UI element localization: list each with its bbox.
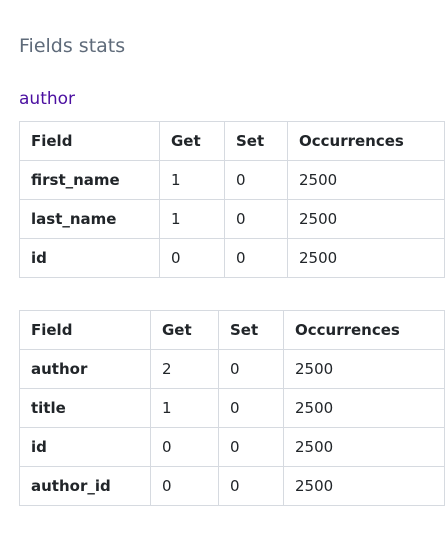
author-fields-table: Field Get Set Occurrences first_name 1 0… — [19, 121, 445, 278]
column-header-occurrences: Occurrences — [287, 121, 445, 161]
set-count-cell: 0 — [218, 349, 284, 389]
get-count-cell: 0 — [159, 238, 225, 278]
get-count-cell: 0 — [150, 427, 219, 467]
set-count-cell: 0 — [224, 238, 288, 278]
get-count-cell: 2 — [150, 349, 219, 389]
occurrences-cell: 2500 — [283, 427, 445, 467]
column-header-occurrences: Occurrences — [283, 310, 445, 350]
get-count-cell: 0 — [150, 466, 219, 506]
table-row: author 2 0 2500 — [19, 349, 445, 389]
field-name-cell: title — [19, 388, 151, 428]
column-header-get: Get — [150, 310, 219, 350]
table-row: title 1 0 2500 — [19, 388, 445, 428]
field-name-cell: first_name — [19, 160, 160, 200]
set-count-cell: 0 — [224, 199, 288, 239]
field-name-cell: author — [19, 349, 151, 389]
table-row: id 0 0 2500 — [19, 238, 445, 278]
occurrences-cell: 2500 — [287, 238, 445, 278]
table-row: first_name 1 0 2500 — [19, 160, 445, 200]
set-count-cell: 0 — [218, 427, 284, 467]
occurrences-cell: 2500 — [283, 349, 445, 389]
occurrences-cell: 2500 — [283, 388, 445, 428]
occurrences-cell: 2500 — [283, 466, 445, 506]
table-header-row: Field Get Set Occurrences — [19, 310, 445, 350]
get-count-cell: 1 — [150, 388, 219, 428]
column-header-get: Get — [159, 121, 225, 161]
table-row: last_name 1 0 2500 — [19, 199, 445, 239]
column-header-set: Set — [218, 310, 284, 350]
set-count-cell: 0 — [224, 160, 288, 200]
book-fields-table: Field Get Set Occurrences author 2 0 250… — [19, 310, 445, 506]
get-count-cell: 1 — [159, 199, 225, 239]
table-row: id 0 0 2500 — [19, 427, 445, 467]
author-section-link[interactable]: author — [19, 89, 76, 109]
field-name-cell: author_id — [19, 466, 151, 506]
field-name-cell: id — [19, 427, 151, 467]
occurrences-cell: 2500 — [287, 199, 445, 239]
table-header-row: Field Get Set Occurrences — [19, 121, 445, 161]
column-header-field: Field — [19, 310, 151, 350]
occurrences-cell: 2500 — [287, 160, 445, 200]
page-title: Fields stats — [19, 35, 126, 57]
column-header-set: Set — [224, 121, 288, 161]
column-header-field: Field — [19, 121, 160, 161]
set-count-cell: 0 — [218, 388, 284, 428]
get-count-cell: 1 — [159, 160, 225, 200]
field-name-cell: id — [19, 238, 160, 278]
table-row: author_id 0 0 2500 — [19, 466, 445, 506]
field-name-cell: last_name — [19, 199, 160, 239]
set-count-cell: 0 — [218, 466, 284, 506]
